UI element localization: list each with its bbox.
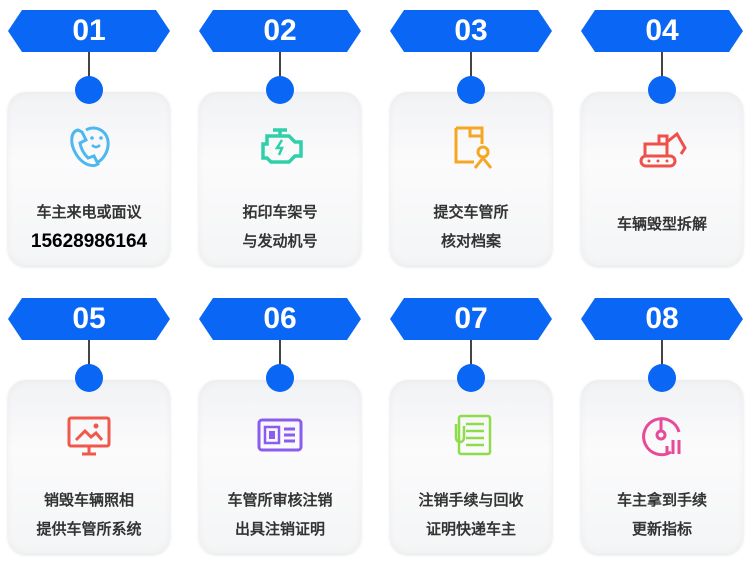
engine-icon — [261, 128, 303, 164]
step-text-line: 车主来电或面议 — [36, 203, 142, 221]
step-card — [581, 380, 743, 554]
connector-dot — [457, 364, 485, 392]
step-text-line: 拓印车架号 — [242, 203, 318, 221]
step-text-line: 车管所审核注销 — [227, 491, 333, 509]
monitor-image-icon — [67, 416, 111, 456]
step-card — [581, 92, 743, 266]
connector-dot — [457, 76, 485, 104]
step-number-banner: 01 — [8, 10, 170, 52]
step-number-banner: 08 — [581, 298, 743, 340]
step-description: 销毁车辆照相提供车管所系统 — [8, 486, 170, 544]
step-text-line: 提供车管所系统 — [36, 520, 142, 538]
step-text-line: 销毁车辆照相 — [43, 491, 134, 509]
gauge-chart-icon — [642, 417, 681, 457]
step-card — [390, 92, 552, 266]
step-description: 车管所审核注销出具注销证明 — [199, 486, 361, 544]
step-description: 车主来电或面议 15628986164 — [8, 198, 170, 256]
step-description: 车主拿到手续更新指标 — [581, 486, 743, 544]
connector-dot — [266, 364, 294, 392]
step-number-banner: 06 — [199, 298, 361, 340]
step-number-banner: 03 — [390, 10, 552, 52]
connector-dot — [75, 364, 103, 392]
step-text-line: 注销手续与回收 — [418, 491, 524, 509]
step-description: 提交车管所核对档案 — [390, 198, 552, 256]
step-text-line: 证明快递车主 — [425, 520, 516, 538]
clipped-list-icon — [454, 414, 492, 456]
document-person-icon — [454, 126, 493, 169]
step-card — [390, 380, 552, 554]
step-number-banner: 02 — [199, 10, 361, 52]
connector-line — [470, 340, 472, 370]
step-text-line: 车辆毁型拆解 — [616, 215, 707, 233]
chip-card-icon — [257, 418, 303, 452]
connector-line — [88, 52, 90, 82]
excavator-icon — [639, 131, 687, 168]
connector-line — [470, 52, 472, 82]
connector-dot — [75, 76, 103, 104]
phone-number: 15628986164 — [30, 231, 148, 252]
step-card — [8, 380, 170, 554]
step-description: 拓印车架号与发动机号 — [199, 198, 361, 256]
step-number-banner: 04 — [581, 10, 743, 52]
connector-line — [661, 52, 663, 82]
step-text-line: 更新指标 — [631, 520, 692, 538]
connector-line — [661, 340, 663, 370]
step-card — [8, 92, 170, 266]
step-description: 注销手续与回收证明快递车主 — [390, 486, 552, 544]
connector-dot — [266, 76, 294, 104]
step-description: 车辆毁型拆解 — [581, 210, 743, 239]
step-text-line: 核对档案 — [440, 232, 501, 250]
step-card — [199, 380, 361, 554]
step-number-banner: 07 — [390, 298, 552, 340]
step-number-banner: 05 — [8, 298, 170, 340]
step-text-line: 出具注销证明 — [234, 520, 325, 538]
connector-line — [88, 340, 90, 370]
step-text-line: 车主拿到手续 — [616, 491, 707, 509]
step-text-line: 与发动机号 — [242, 232, 318, 250]
connector-line — [279, 52, 281, 82]
connector-dot — [648, 364, 676, 392]
step-card — [199, 92, 361, 266]
connector-line — [279, 340, 281, 370]
connector-dot — [648, 76, 676, 104]
step-text-line: 提交车管所 — [433, 203, 509, 221]
phone-smile-icon — [70, 126, 110, 168]
